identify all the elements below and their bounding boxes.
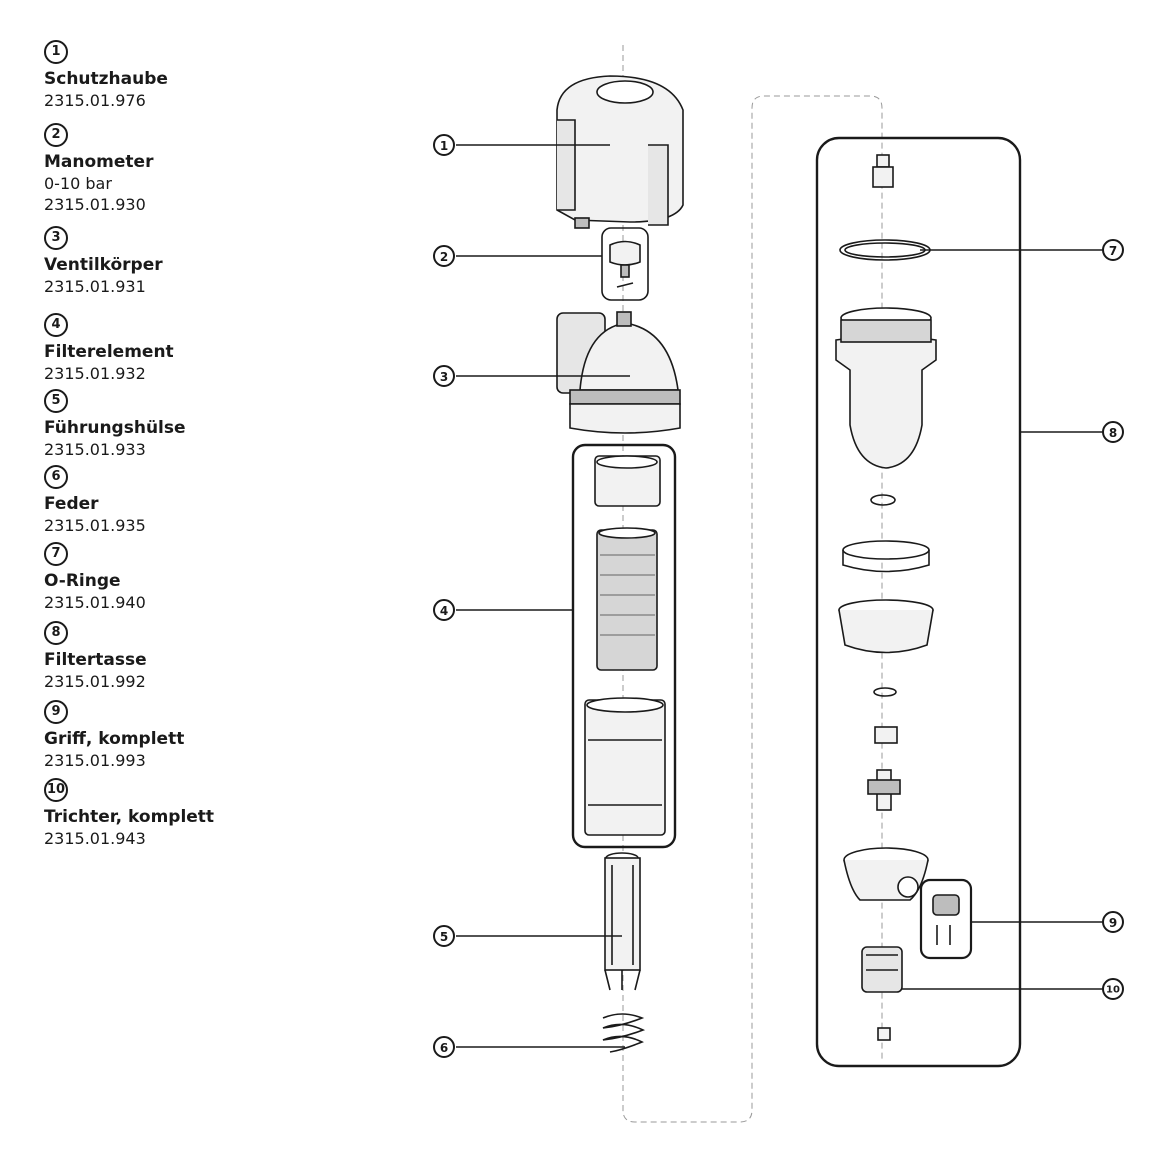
part-number-badge: 10 [44,778,68,802]
part-number: 2315.01.931 [44,277,146,296]
callout-label-10: 10 [1106,985,1120,996]
callout-circle-7 [1102,239,1124,261]
legend-item: 7 O-Ringe 2315.01.940 [44,542,146,613]
part-name: Feder [44,494,99,514]
legend-item: 4 Filterelement 2315.01.932 [44,313,174,384]
part-pressure-gauge [609,240,641,288]
callout-circle-2 [433,245,455,267]
part-number: 2315.01.930 [44,195,146,214]
callout-label-8: 8 [1109,426,1117,440]
part-name: Griff, komplett [44,729,185,749]
gauge-outline [601,227,649,301]
callout-label-7: 7 [1109,244,1117,258]
callout-circle-9 [1102,911,1124,933]
callout-circle-3 [433,365,455,387]
filter-bowl-outline [815,136,1022,1068]
callout-label-1: 1 [440,139,448,153]
callout-circle-8 [1102,421,1124,443]
legend-item: 2 Manometer 0-10 bar 2315.01.930 [44,123,153,215]
part-number-badge: 9 [44,700,68,724]
part-name: Filterelement [44,342,174,362]
handle-outline [919,878,973,960]
part-number-badge: 1 [44,40,68,64]
callout-label-4: 4 [440,604,448,618]
part-number: 2315.01.943 [44,829,146,848]
filter-element-outline [571,443,677,849]
part-filter-element [584,455,666,836]
part-spec: 0-10 bar [44,174,112,193]
legend-item: 1 Schutzhaube 2315.01.976 [44,40,168,111]
part-valve-body [556,311,681,434]
legend-item: 6 Feder 2315.01.935 [44,465,146,536]
callout-label-3: 3 [440,370,448,384]
part-protective-hood [556,75,684,229]
part-spring [602,1013,646,1053]
part-number: 2315.01.976 [44,91,146,110]
part-number-badge: 4 [44,313,68,337]
part-filter-bowl-assembly [835,154,937,1041]
part-name: Führungshülse [44,418,186,438]
callout-label-9: 9 [1109,916,1117,930]
part-name: O-Ringe [44,571,121,591]
part-name: Filtertasse [44,650,147,670]
callout-label-2: 2 [440,250,448,264]
part-number: 2315.01.932 [44,364,146,383]
part-number-badge: 6 [44,465,68,489]
legend-item: 5 Führungshülse 2315.01.933 [44,389,186,460]
part-number: 2315.01.940 [44,593,146,612]
part-name: Ventilkörper [44,255,163,275]
part-number-badge: 2 [44,123,68,147]
legend-item: 9 Griff, komplett 2315.01.993 [44,700,184,771]
legend-item: 8 Filtertasse 2315.01.992 [44,621,147,692]
callout-circle-5 [433,925,455,947]
part-number-badge: 7 [44,542,68,566]
part-name: Schutzhaube [44,69,168,89]
callout-circle-6 [433,1036,455,1058]
part-number-badge: 5 [44,389,68,413]
callout-circle-1 [433,134,455,156]
part-number: 2315.01.935 [44,516,146,535]
part-number-badge: 8 [44,621,68,645]
part-name: Manometer [44,152,154,172]
part-number: 2315.01.992 [44,672,146,691]
callout-circle-4 [433,599,455,621]
part-guide-sleeve [604,852,641,991]
part-number: 2315.01.933 [44,440,146,459]
part-number: 2315.01.993 [44,751,146,770]
part-number-badge: 3 [44,226,68,250]
legend-item: 3 Ventilkörper 2315.01.931 [44,226,163,297]
part-handle [932,894,960,945]
callout-label-6: 6 [440,1041,448,1055]
callout-label-5: 5 [440,930,448,944]
assembly-axis [622,45,883,1123]
part-name: Trichter, komplett [44,807,215,827]
legend-item: 10 Trichter, komplett 2315.01.943 [44,778,214,849]
callout-circle-10 [1102,978,1124,1000]
